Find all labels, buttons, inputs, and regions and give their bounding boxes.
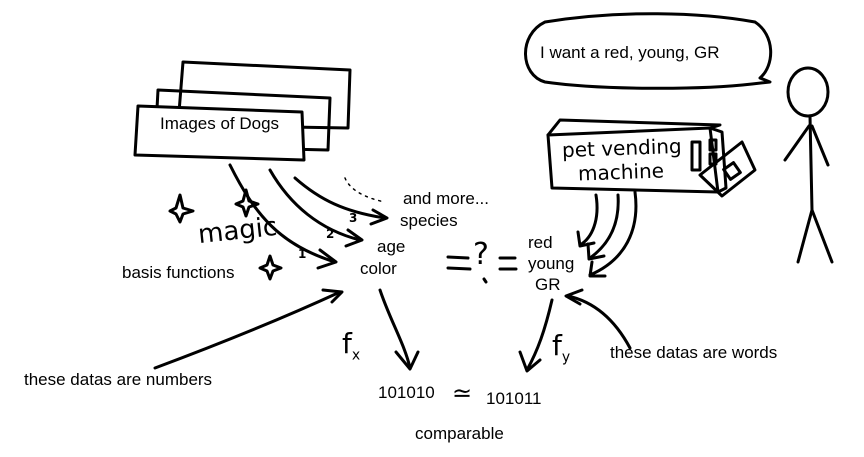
binary-right: 101011 [486, 389, 542, 408]
person-icon [783, 66, 834, 264]
fy-subscript: y [561, 349, 571, 366]
arrow-dotted [344, 177, 386, 203]
arrow-number-3: 3 [349, 211, 358, 225]
arrow-3 [293, 176, 387, 220]
image-card-stack [133, 60, 352, 162]
request-gr: GR [535, 275, 561, 294]
and-more-label: and more... [403, 189, 489, 208]
sparkle-icon [258, 254, 283, 281]
vending-machine-line2: machine [577, 158, 665, 186]
comparable-label: comparable [415, 424, 504, 443]
vending-machine-drawing [546, 118, 757, 198]
approx-symbol: ≃ [452, 380, 473, 407]
fy-f: f [552, 329, 562, 362]
magic-label: magic [196, 211, 279, 251]
card-back [176, 60, 352, 130]
binary-left: 101010 [378, 383, 435, 402]
function-fx-label: fx [342, 330, 360, 363]
age-label: age [377, 237, 406, 256]
function-fy-label: fy [552, 332, 570, 365]
request-red: red [528, 233, 553, 252]
arrow-2 [268, 168, 362, 242]
sparkle-icon [168, 193, 195, 224]
color-label: color [360, 259, 397, 278]
arrow-number-1: 1 [298, 247, 307, 261]
question-mark: ? [473, 237, 489, 272]
arrow-number-2: 2 [326, 227, 335, 241]
request-young: young [528, 254, 575, 273]
numbers-note: these datas are numbers [24, 370, 213, 389]
speech-bubble-shape [524, 12, 773, 90]
speech-bubble-text: I want a red, young, GR [540, 43, 720, 62]
words-note: these datas are words [610, 343, 778, 362]
card-front [133, 104, 306, 162]
fx-subscript: x [351, 347, 361, 364]
images-of-dogs-label: Images of Dogs [160, 114, 280, 133]
fx-f: f [342, 327, 352, 360]
vending-machine-line1: pet vending [561, 133, 683, 163]
arrow-1 [228, 163, 337, 264]
basis-functions-label: basis functions [122, 263, 235, 282]
species-label: species [400, 211, 458, 230]
